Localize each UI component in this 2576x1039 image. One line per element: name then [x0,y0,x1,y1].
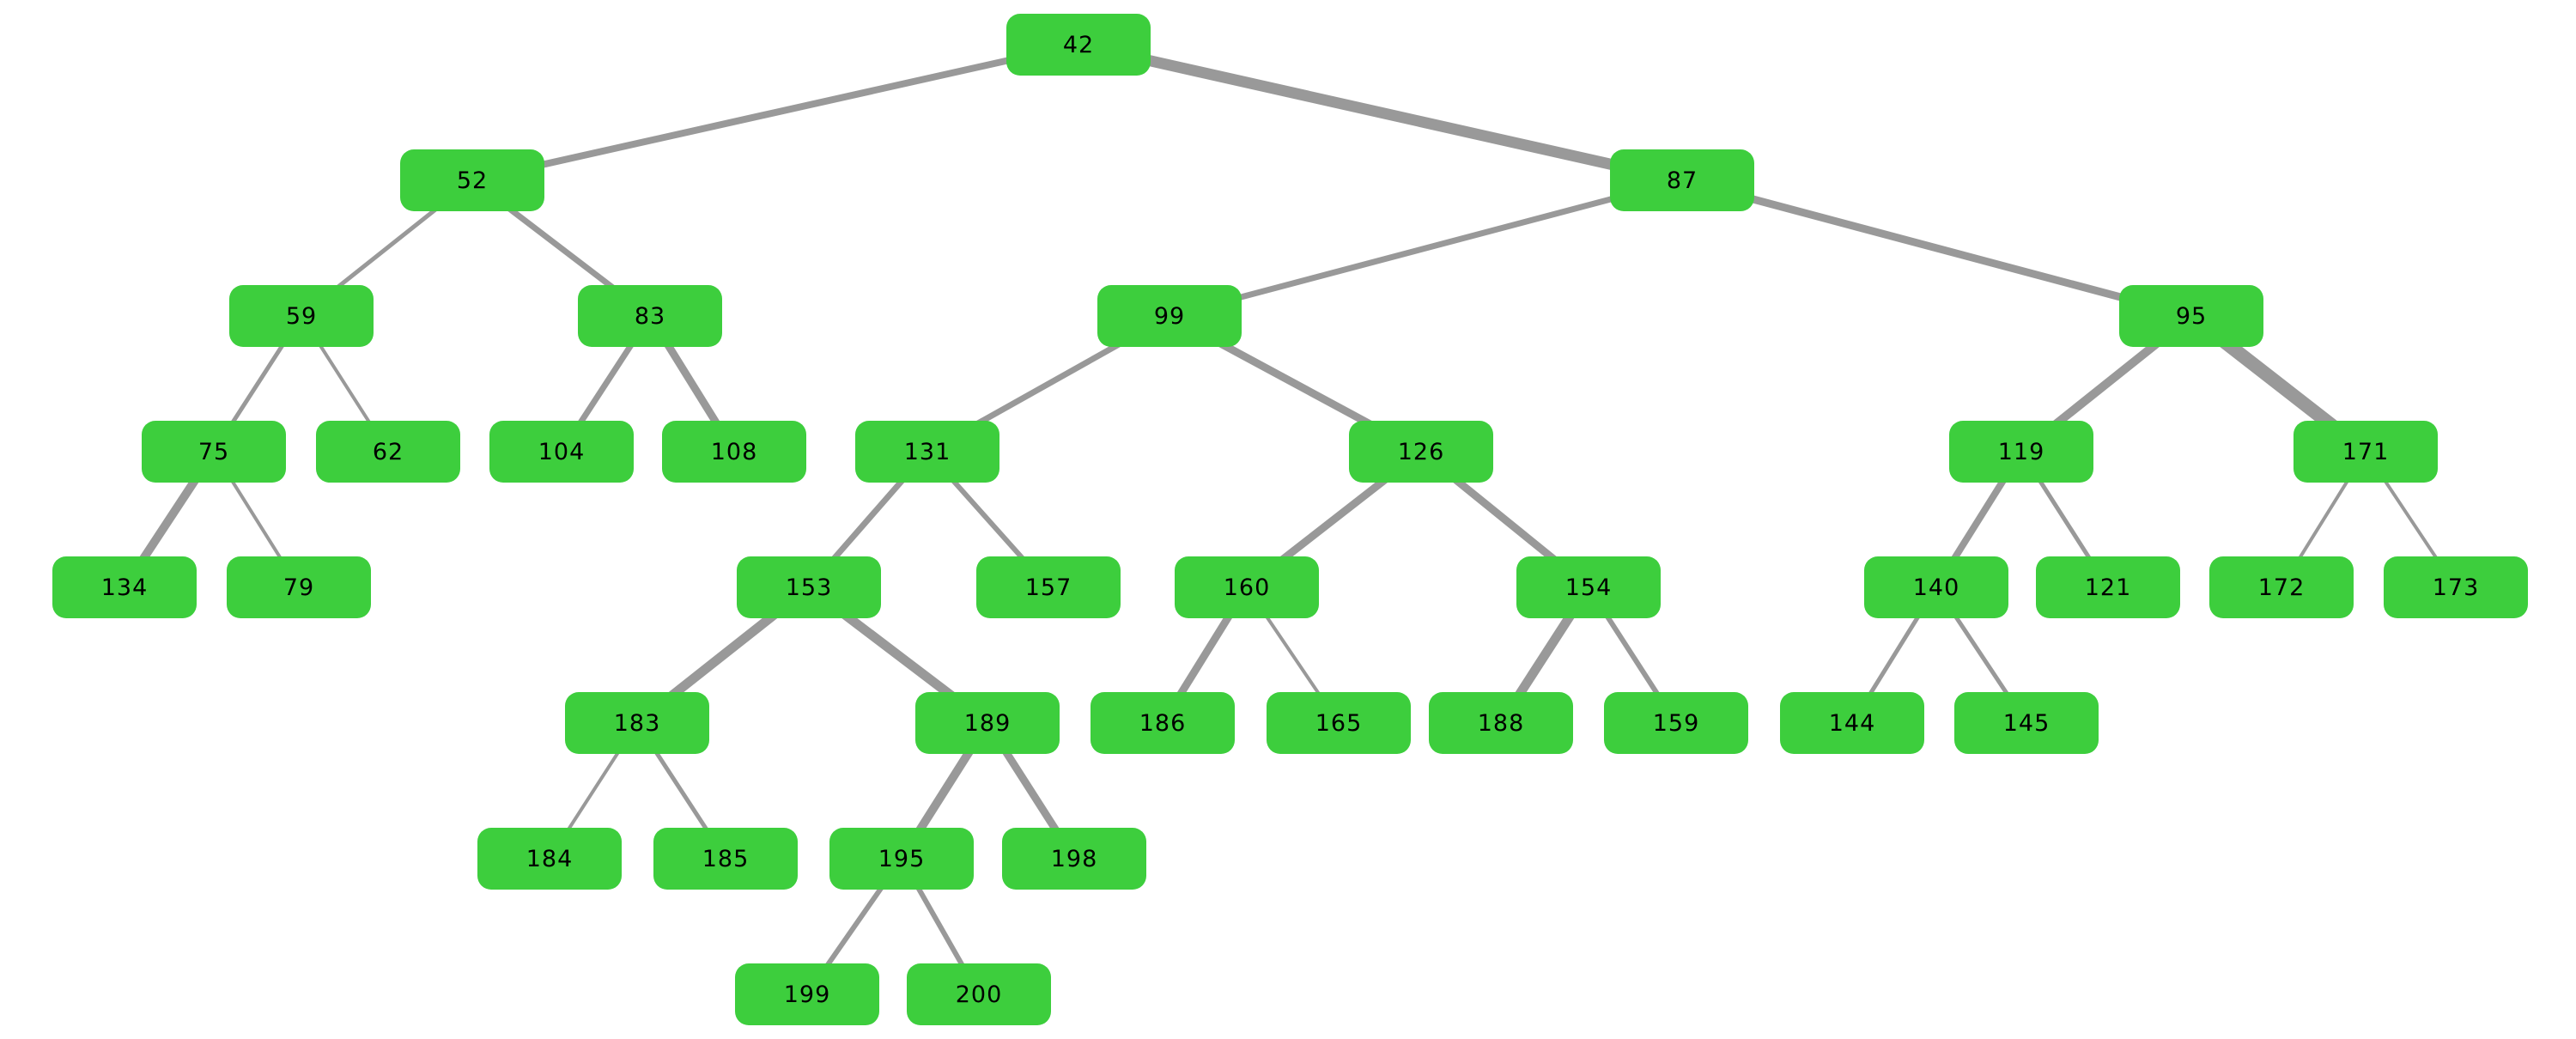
tree-node-label: 184 [526,845,574,872]
tree-node-108: 108 [662,421,806,483]
tree-node-59: 59 [229,285,374,347]
tree-node-95: 95 [2119,285,2263,347]
tree-node-160: 160 [1175,556,1319,618]
tree-node-label: 87 [1666,167,1698,194]
tree-node-144: 144 [1780,692,1924,754]
tree-node-label: 154 [1564,574,1613,601]
tree-node-label: 171 [2342,438,2390,465]
tree-node-157: 157 [976,556,1121,618]
tree-node-label: 59 [285,302,318,330]
tree-edge-42-52 [469,41,1082,184]
tree-node-label: 185 [702,845,750,872]
tree-node-label: 160 [1223,574,1271,601]
tree-edge-87-99 [1166,177,1686,319]
tree-node-label: 131 [903,438,951,465]
tree-node-label: 126 [1397,438,1445,465]
tree-node-154: 154 [1516,556,1661,618]
tree-node-87: 87 [1610,149,1754,211]
tree-node-label: 165 [1315,709,1363,737]
tree-node-label: 189 [963,709,1012,737]
tree-node-183: 183 [565,692,709,754]
tree-node-172: 172 [2209,556,2354,618]
tree-node-label: 79 [283,574,315,601]
tree-edge-87-95 [1678,176,2196,320]
tree-node-153: 153 [737,556,881,618]
tree-node-label: 195 [878,845,926,872]
tree-edge-42-87 [1072,39,1688,186]
tree-node-label: 144 [1828,709,1876,737]
tree-node-label: 99 [1153,302,1186,330]
tree-node-label: 104 [538,438,586,465]
tree-node-label: 173 [2432,574,2480,601]
tree-node-label: 172 [2257,574,2306,601]
tree-node-label: 157 [1024,574,1072,601]
tree-node-label: 119 [1997,438,2045,465]
tree-node-186: 186 [1091,692,1235,754]
tree-node-200: 200 [907,963,1051,1025]
tree-node-label: 83 [634,302,666,330]
tree-node-145: 145 [1954,692,2099,754]
tree-node-99: 99 [1097,285,1242,347]
tree-node-label: 153 [785,574,833,601]
tree-node-189: 189 [915,692,1060,754]
tree-node-119: 119 [1949,421,2093,483]
tree-node-173: 173 [2384,556,2528,618]
tree-node-79: 79 [227,556,371,618]
tree-node-121: 121 [2036,556,2180,618]
tree-node-label: 140 [1912,574,1960,601]
tree-node-165: 165 [1267,692,1411,754]
tree-node-label: 183 [613,709,661,737]
tree-node-label: 121 [2084,574,2132,601]
tree-node-42: 42 [1006,14,1151,76]
tree-node-199: 199 [735,963,879,1025]
tree-node-104: 104 [489,421,634,483]
tree-node-label: 200 [955,981,1003,1008]
tree-node-62: 62 [316,421,460,483]
tree-node-159: 159 [1604,692,1748,754]
tree-node-label: 188 [1477,709,1525,737]
tree-node-198: 198 [1002,828,1146,890]
tree-node-label: 62 [372,438,404,465]
tree-node-label: 52 [456,167,489,194]
tree-node-126: 126 [1349,421,1493,483]
tree-node-83: 83 [578,285,722,347]
tree-node-188: 188 [1429,692,1573,754]
tree-node-label: 145 [2002,709,2050,737]
tree-node-label: 108 [710,438,758,465]
tree-node-134: 134 [52,556,197,618]
tree-node-52: 52 [400,149,544,211]
tree-node-label: 186 [1139,709,1187,737]
tree-node-131: 131 [855,421,999,483]
tree-node-label: 159 [1652,709,1700,737]
tree-node-label: 42 [1062,31,1095,58]
tree-node-184: 184 [477,828,622,890]
tree-node-label: 134 [100,574,149,601]
tree-node-label: 198 [1050,845,1098,872]
tree-node-75: 75 [142,421,286,483]
tree-node-label: 75 [197,438,230,465]
tree-node-label: 95 [2175,302,2208,330]
tree-node-label: 199 [783,981,831,1008]
tree-node-171: 171 [2293,421,2438,483]
tree-node-195: 195 [829,828,974,890]
tree-node-185: 185 [653,828,798,890]
tree-node-140: 140 [1864,556,2008,618]
